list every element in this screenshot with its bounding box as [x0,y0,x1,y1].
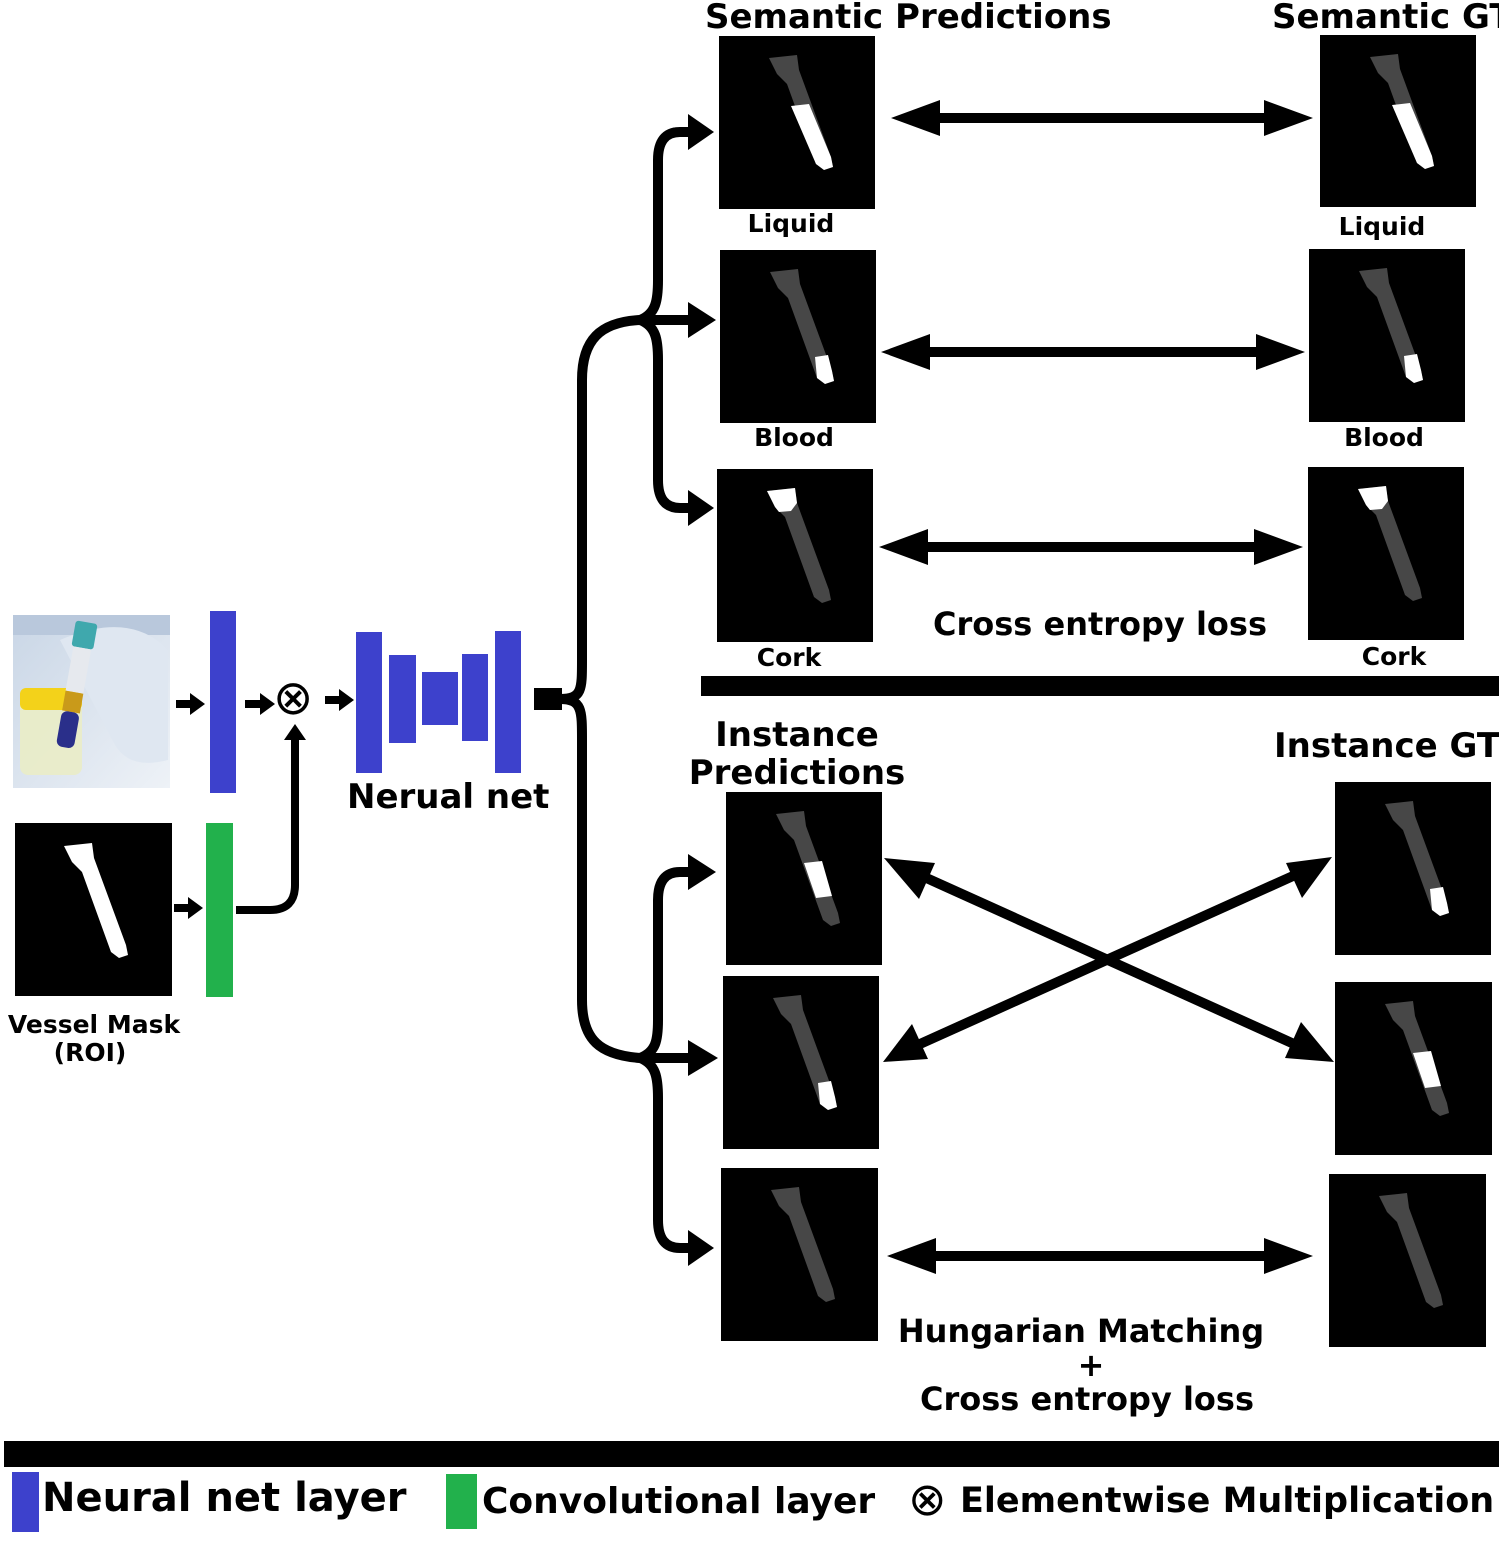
semantic-gt-label-blood: Blood [1344,423,1424,452]
instance-predictions-header-line2: Predictions [688,753,906,793]
instance-gt-3 [1329,1174,1486,1347]
semantic-pred-label-blood: Blood [754,423,834,452]
vessel-mask-label-line1: Vessel Mask [7,1010,181,1039]
semantic-gt-liquid [1320,35,1476,207]
arrow-layer-to-multiply [245,693,275,715]
branch-arrowheads [688,114,718,1266]
semantic-gt-blood [1309,249,1465,422]
output-branch-brace [534,127,690,1253]
arrow-mask-to-conv [174,897,203,919]
semantic-pred-label-cork: Cork [756,643,822,672]
semantic-pred-blood [720,250,876,423]
arrow-multiply-to-net [325,689,354,711]
semantic-liquid-loss-arrow [891,100,1313,136]
instance-predictions-header-line1: Instance [715,715,879,755]
conv-layer-mask [206,823,233,997]
semantic-blood-loss-arrow [881,334,1305,370]
neural-layer-input [210,611,236,793]
semantic-loss-label: Cross entropy loss [933,605,1267,643]
instance-gt-2 [1335,982,1492,1155]
legend-neural-label: Neural net layer [42,1475,407,1521]
legend-divider [4,1441,1499,1467]
arrow-photo-to-layer [176,693,205,715]
legend-multiply-icon: ⊗ [908,1472,947,1526]
match-arrow-pred2-to-gt1 [883,857,1332,1062]
semantic-pred-liquid [719,36,875,209]
legend-conv-label: Convolutional layer [482,1481,876,1522]
vessel-mask-label-line2: (ROI) [53,1038,127,1067]
tube-photo-image [13,615,170,788]
instance-pred-2 [723,976,879,1149]
neural-network-block [356,631,521,773]
legend-multiply-label: Elementwise Multiplication [960,1481,1495,1521]
instance-pred-1 [726,792,882,965]
semantic-gt-label-liquid: Liquid [1338,212,1426,241]
instance-pred-3 [721,1168,878,1341]
semantic-gt-label-cork: Cork [1361,642,1427,671]
instance-gt-1 [1335,782,1491,955]
instance-loss-plus: + [1077,1346,1105,1384]
semantic-cork-loss-arrow [879,529,1303,565]
arrow-conv-to-multiply [236,724,306,914]
semantic-pred-cork [717,469,873,642]
instance-gt-header: Instance GT [1274,726,1499,766]
network-label: Nerual net [347,777,550,817]
vessel-mask-image [15,823,172,996]
instance-loss-line1: Hungarian Matching [897,1312,1265,1350]
legend-neural-swatch [12,1472,39,1532]
legend-conv-swatch [446,1474,477,1529]
instance-loss-line2: Cross entropy loss [920,1380,1254,1418]
semantic-pred-label-liquid: Liquid [747,209,835,238]
semantic-gt-cork [1308,467,1464,640]
semantic-gt-header: Semantic GT [1272,0,1499,37]
section-divider [701,676,1499,696]
multiply-operator-icon: ⊗ [273,670,314,726]
match-arrow-pred3-to-gt3 [887,1238,1313,1274]
semantic-predictions-header: Semantic Predictions [705,0,1112,37]
